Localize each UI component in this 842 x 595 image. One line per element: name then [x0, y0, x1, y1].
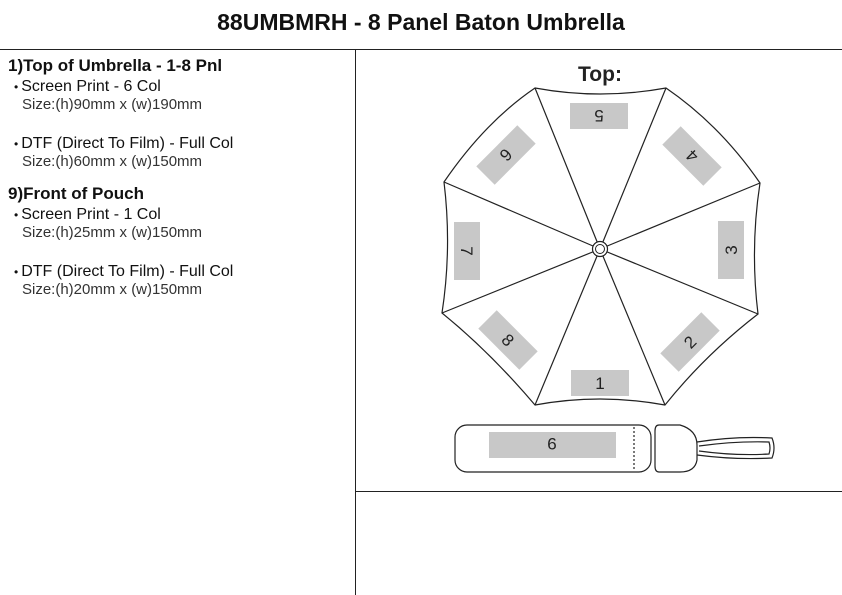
- print-area-rect: [476, 125, 536, 185]
- option-size: Size:(h)90mm x (w)190mm: [22, 96, 203, 113]
- rib: [441, 248, 601, 314]
- method-label: Screen Print - 1 Col: [21, 206, 161, 223]
- pouch-strap: [696, 436, 775, 460]
- print-area-rect: [570, 103, 628, 129]
- pouch-cap: [654, 424, 698, 473]
- section-top-of-umbrella: 1)Top of Umbrella - 1-8 Pnl •Screen Prin…: [8, 56, 348, 170]
- print-area-panel: 6: [476, 125, 536, 185]
- page-title: 88UMBMRH - 8 Panel Baton Umbrella: [217, 9, 625, 35]
- rib: [599, 248, 759, 315]
- pouch-strap-inner: [698, 441, 771, 456]
- rib: [443, 181, 601, 250]
- option-method: •Screen Print - 1 Col: [14, 206, 161, 223]
- option-size: Size:(h)25mm x (w)150mm: [22, 224, 203, 241]
- option-method: •DTF (Direct To Film) - Full Col: [14, 263, 234, 280]
- print-area-rect: [662, 126, 722, 186]
- section-front-of-pouch: 9)Front of Pouch •Screen Print - 1 Col S…: [8, 184, 348, 298]
- print-area-rect: [454, 222, 480, 280]
- option-method: •Screen Print - 6 Col: [14, 78, 161, 95]
- print-area-panel: 5: [570, 103, 628, 129]
- section-heading: 1)Top of Umbrella - 1-8 Pnl: [8, 56, 223, 75]
- print-area-pouch: [489, 432, 616, 458]
- column-divider: [355, 49, 356, 595]
- rib: [534, 248, 601, 406]
- section-heading: 9)Front of Pouch: [8, 184, 144, 203]
- option-size: Size:(h)60mm x (w)150mm: [22, 153, 203, 170]
- rib: [534, 87, 601, 250]
- umbrella-canopy: [441, 87, 761, 406]
- print-area-panel: 8: [478, 310, 538, 370]
- print-area-rect: [660, 312, 720, 372]
- print-area-panel: 2: [660, 312, 720, 372]
- rib: [599, 182, 761, 250]
- method-label: DTF (Direct To Film) - Full Col: [21, 263, 234, 280]
- view-label: Top:: [578, 63, 622, 86]
- method-label: Screen Print - 6 Col: [21, 78, 161, 95]
- print-area-panel: 1: [571, 370, 629, 396]
- panel-number: 3: [722, 245, 741, 254]
- print-area-rect: [571, 370, 629, 396]
- print-area-rect: [478, 310, 538, 370]
- header-divider: [0, 49, 842, 50]
- panel-number: 7: [457, 246, 476, 255]
- diagram-bottom-divider: [355, 491, 842, 492]
- canopy-tip-inner: [595, 244, 605, 254]
- print-area-panel: 3: [718, 221, 744, 279]
- option-size: Size:(h)20mm x (w)150mm: [22, 281, 203, 298]
- print-area-rect: [718, 221, 744, 279]
- print-area-panel: 4: [662, 126, 722, 186]
- print-area-panel: 7: [454, 222, 480, 280]
- method-label: DTF (Direct To Film) - Full Col: [21, 135, 234, 152]
- rib: [599, 87, 667, 250]
- panel-number: 5: [594, 106, 603, 125]
- panel-number: 1: [595, 374, 604, 393]
- option-method: •DTF (Direct To Film) - Full Col: [14, 135, 234, 152]
- print-options: 1)Top of Umbrella - 1-8 Pnl •Screen Prin…: [8, 56, 348, 320]
- print-area-label: 9: [547, 434, 556, 453]
- rib: [599, 248, 666, 406]
